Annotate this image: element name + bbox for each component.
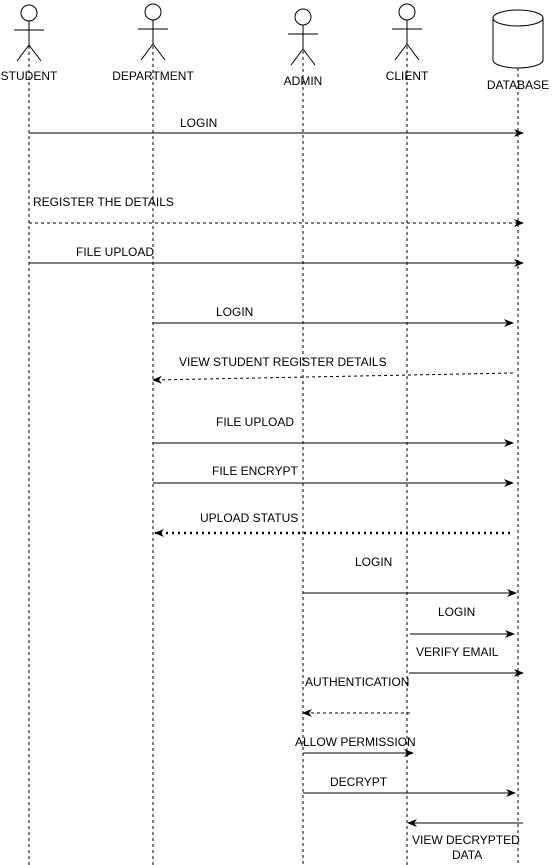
message-2: REGISTER THE DETAILS bbox=[29, 195, 524, 227]
message-4: LOGIN bbox=[153, 305, 514, 327]
person-icon bbox=[392, 3, 422, 61]
database-cylinder-icon bbox=[492, 18, 544, 69]
person-icon bbox=[14, 4, 44, 62]
message-12: AUTHENTICATION bbox=[302, 675, 410, 717]
message-11: VERIFY EMAIL bbox=[409, 645, 524, 677]
message-10: LOGIN bbox=[410, 605, 515, 638]
message-9: LOGIN bbox=[303, 555, 517, 597]
actor-label: ADMIN bbox=[284, 74, 323, 88]
database-cylinder-top bbox=[492, 9, 544, 27]
message-label: AUTHENTICATION bbox=[305, 675, 409, 689]
message-label: VERIFY EMAIL bbox=[416, 645, 499, 659]
actor-student: STUDENT bbox=[1, 4, 58, 83]
message-label: LOGIN bbox=[180, 116, 217, 130]
message-label: VIEW STUDENT REGISTER DETAILS bbox=[179, 355, 387, 369]
message-14: DECRYPT bbox=[303, 775, 516, 797]
actor-label: CLIENT bbox=[386, 69, 429, 83]
message-arrow bbox=[152, 372, 514, 384]
message-label: DECRYPT bbox=[330, 775, 388, 789]
message-label: UPLOAD STATUS bbox=[200, 511, 298, 525]
message-label: LOGIN bbox=[438, 605, 475, 619]
actor-label: STUDENT bbox=[1, 69, 58, 83]
person-icon bbox=[288, 8, 318, 66]
person-icon bbox=[138, 3, 168, 61]
message-label: FILE ENCRYPT bbox=[212, 464, 298, 478]
actor-label: DATABASE bbox=[487, 78, 549, 92]
actor-department: DEPARTMENT bbox=[112, 3, 194, 83]
actor-database: DATABASE bbox=[487, 9, 549, 92]
message-label: LOGIN bbox=[216, 305, 253, 319]
actor-label: DEPARTMENT bbox=[112, 69, 194, 83]
message-5: VIEW STUDENT REGISTER DETAILS bbox=[152, 355, 514, 384]
message-1: LOGIN bbox=[29, 116, 524, 137]
message-8: UPLOAD STATUS bbox=[154, 511, 510, 537]
message-6: FILE UPLOAD bbox=[153, 415, 514, 447]
message-7: FILE ENCRYPT bbox=[153, 464, 514, 487]
message-label: FILE UPLOAD bbox=[76, 245, 154, 259]
message-13: ALLOW PERMISSION bbox=[295, 735, 416, 757]
actor-admin: ADMIN bbox=[284, 8, 323, 88]
message-label: FILE UPLOAD bbox=[216, 415, 294, 429]
message-label: ALLOW PERMISSION bbox=[295, 735, 416, 749]
actor-client: CLIENT bbox=[386, 3, 429, 83]
message-label: REGISTER THE DETAILS bbox=[33, 195, 174, 209]
message-label: LOGIN bbox=[355, 555, 392, 569]
message-3: FILE UPLOAD bbox=[29, 245, 524, 267]
